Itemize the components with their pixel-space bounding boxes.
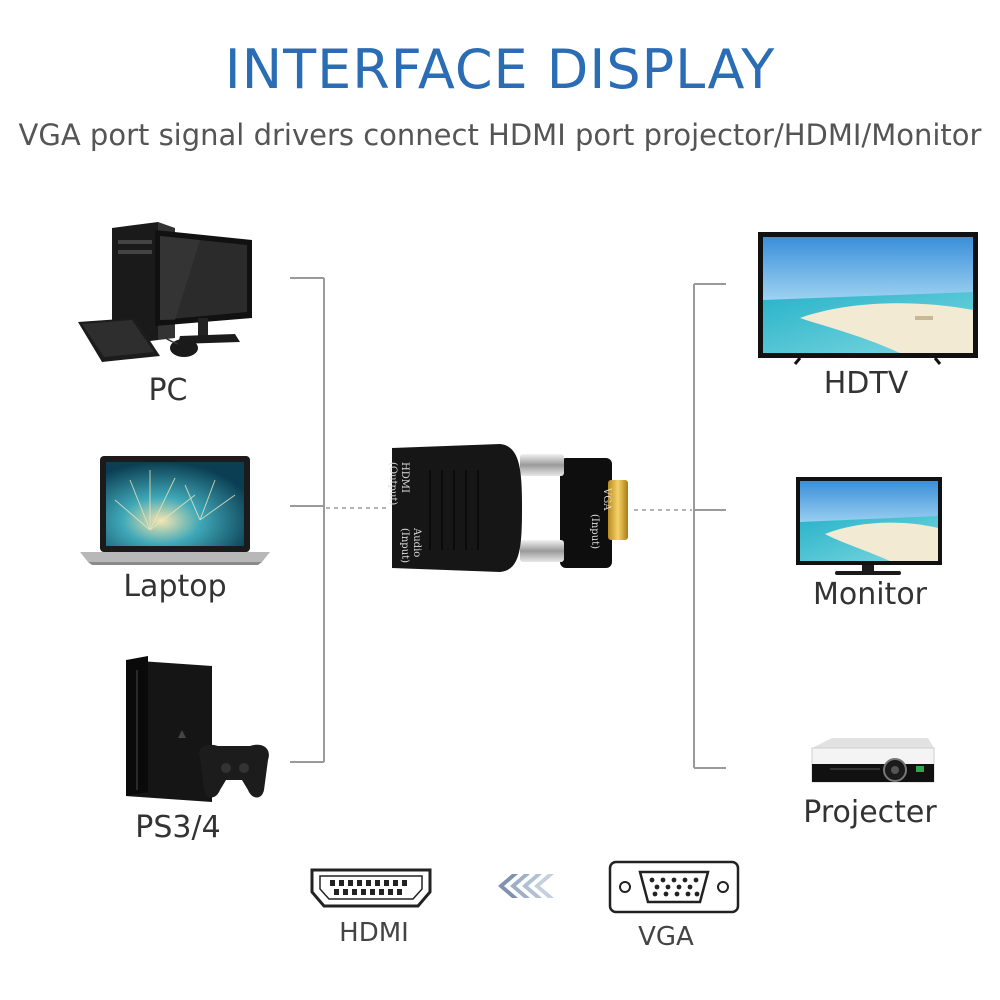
vga-hdmi-adapter: HDMI (Output) Audio (Input) VGA (Input) xyxy=(387,444,628,572)
hdmi-connector-label: HDMI xyxy=(339,918,409,948)
page-subtitle: VGA port signal drivers connect HDMI por… xyxy=(18,118,982,152)
game-console-icon xyxy=(126,656,269,802)
adapter-hdmi-port-label: HDMI xyxy=(399,462,410,493)
adapter-hdmi-port-sub: (Output) xyxy=(387,462,398,505)
laptop-icon xyxy=(80,456,270,565)
left-bracket xyxy=(290,277,325,763)
vga-connector-label: VGA xyxy=(638,922,694,952)
adapter-audio-port-sub: (Input) xyxy=(399,528,410,563)
page-title: INTERFACE DISPLAY xyxy=(224,38,776,101)
source-label-ps: PS3/4 xyxy=(135,810,221,845)
hdtv-icon xyxy=(758,232,978,365)
monitor-icon xyxy=(796,477,942,575)
source-label-laptop: Laptop xyxy=(123,569,227,604)
vga-port-icon xyxy=(608,860,740,914)
adapter-audio-port-label: Audio xyxy=(411,527,422,557)
projector-icon xyxy=(811,738,935,783)
right-bracket xyxy=(693,283,726,769)
chevron-left-arrows-icon xyxy=(498,874,554,898)
adapter-vga-port-label: VGA xyxy=(601,487,612,511)
adapter-vga-port-sub: (Input) xyxy=(589,514,600,549)
output-label-hdtv: HDTV xyxy=(823,366,909,401)
output-label-monitor: Monitor xyxy=(812,577,928,612)
output-label-projector: Projecter xyxy=(803,795,937,830)
desktop-pc-icon xyxy=(78,222,252,362)
source-label-pc: PC xyxy=(148,373,188,408)
hdmi-port-icon xyxy=(310,868,432,908)
